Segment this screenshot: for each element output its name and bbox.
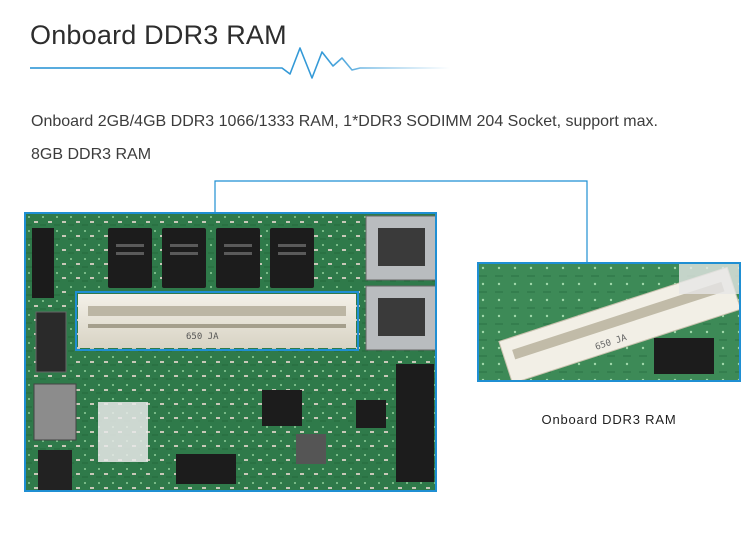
- motherboard-illustration: 650 JA: [26, 214, 435, 490]
- motherboard-photo: 650 JA: [24, 212, 437, 492]
- ddr3-chip-closeup: [654, 338, 714, 374]
- label-sticker: [98, 402, 148, 462]
- socket-highlight-frame: [75, 291, 359, 351]
- chip: [176, 454, 236, 484]
- description-line-1: Onboard 2GB/4GB DDR3 1066/1333 RAM, 1*DD…: [31, 113, 658, 130]
- description: Onboard 2GB/4GB DDR3 1066/1333 RAM, 1*DD…: [31, 105, 743, 171]
- sata-connector: [35, 311, 67, 373]
- inductor: [296, 434, 326, 464]
- description-line-2: 8GB DDR3 RAM: [31, 146, 152, 163]
- closeup-caption: Onboard DDR3 RAM: [541, 412, 677, 427]
- chip: [356, 400, 386, 428]
- hdmi-port: [33, 383, 77, 441]
- sodimm-closeup-photo: 650 JA: [477, 262, 741, 382]
- socket-label: 650 JA: [186, 332, 219, 342]
- sodimm-closeup-illustration: 650 JA: [479, 264, 739, 380]
- chip: [262, 390, 302, 426]
- heartbeat-divider: [30, 47, 450, 79]
- com-header: [396, 364, 434, 482]
- sodimm-socket: [78, 294, 356, 348]
- ddr3-memory-chips: [108, 228, 314, 288]
- pin-header: [32, 228, 54, 298]
- usb-header: [38, 450, 72, 490]
- page-title: Onboard DDR3 RAM: [30, 20, 287, 50]
